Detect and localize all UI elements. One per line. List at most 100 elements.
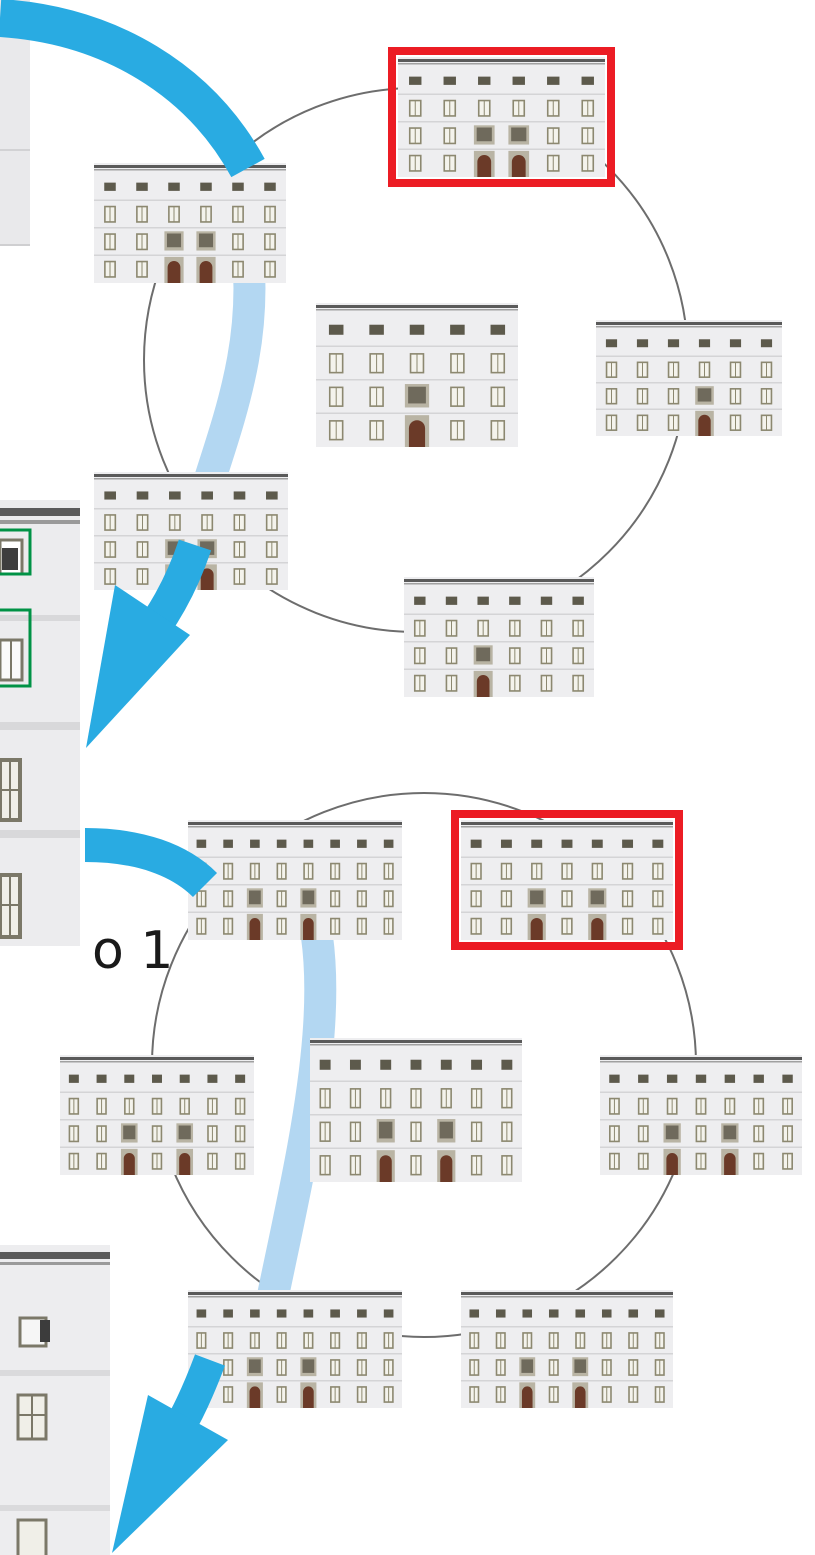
- facade-thumbnail-upper-cycle-center: [316, 303, 518, 447]
- door: [249, 1386, 261, 1408]
- facade-window: [319, 1059, 331, 1070]
- door: [530, 918, 543, 940]
- facade-thumbnail-lower-cycle-bottom-left: [188, 1290, 402, 1408]
- facade-thumbnail-lower-cycle-top-left: [188, 820, 402, 940]
- facade-window: [445, 596, 458, 605]
- facade-window: [601, 1309, 612, 1318]
- facade-thumbnail-upper-cycle-bottom: [404, 577, 594, 697]
- facade-window: [250, 839, 260, 848]
- facade-window: [383, 839, 394, 848]
- facade-window: [547, 76, 560, 85]
- facade-thumbnail-lower-cycle-left: [60, 1055, 254, 1175]
- facade-window: [753, 1074, 764, 1083]
- door: [179, 1153, 191, 1175]
- facade-window: [96, 1074, 107, 1083]
- facade-window: [469, 1309, 480, 1318]
- facade-window: [495, 1309, 506, 1318]
- selected-facade-frame: [388, 47, 615, 187]
- facade-window: [729, 339, 742, 348]
- detected-window-box: [0, 528, 32, 576]
- zoomed-facade-crop-top: [0, 0, 30, 246]
- facade-window: [250, 1309, 260, 1318]
- arrowhead-lower: [112, 1395, 228, 1553]
- zoom-window: [0, 538, 24, 576]
- facade-window: [330, 1309, 340, 1318]
- facade-window: [233, 491, 246, 500]
- facade-window: [575, 1309, 586, 1318]
- facade-window: [303, 1309, 314, 1318]
- facade-window: [724, 1074, 736, 1083]
- facade-window: [357, 839, 367, 848]
- facade-window: [409, 76, 422, 85]
- facade-window: [383, 1309, 394, 1318]
- door: [511, 154, 526, 177]
- zoomed-facade-crop-bottom: [0, 1245, 110, 1555]
- door: [521, 1386, 533, 1408]
- door: [408, 420, 426, 447]
- facade-window: [470, 839, 482, 848]
- door: [303, 918, 314, 940]
- facade-window: [760, 339, 773, 348]
- facade-thumbnail-lower-cycle-center: [310, 1038, 522, 1182]
- facade-window: [540, 596, 553, 605]
- door: [476, 675, 490, 697]
- facade-window: [609, 1074, 620, 1083]
- door: [249, 918, 261, 940]
- facade-window: [414, 596, 426, 605]
- zoom-window: [0, 758, 22, 822]
- door: [724, 1153, 736, 1175]
- facade-window: [357, 1309, 367, 1318]
- facade-window: [200, 182, 212, 191]
- zoom-window: [16, 1393, 48, 1441]
- facade-window: [509, 596, 521, 605]
- facade-window: [168, 182, 180, 191]
- facade-window: [638, 1074, 649, 1083]
- facade-window: [512, 76, 525, 85]
- facade-window: [440, 1059, 452, 1070]
- facade-window: [235, 1074, 246, 1083]
- facade-window: [68, 1074, 79, 1083]
- facade-window: [782, 1074, 793, 1083]
- facade-window: [652, 839, 664, 848]
- facade-window: [522, 1309, 533, 1318]
- facade-window: [232, 182, 244, 191]
- facade-thumbnail-lower-cycle-right: [600, 1055, 802, 1175]
- facade-window: [380, 1059, 392, 1070]
- facade-window: [605, 339, 618, 348]
- facade-window: [478, 76, 491, 85]
- facade-window: [328, 324, 344, 335]
- facade-window: [591, 839, 603, 848]
- dark-arrow-middle: [84, 828, 218, 898]
- facade-window: [369, 324, 384, 335]
- facade-window: [654, 1309, 665, 1318]
- facade-window: [443, 76, 456, 85]
- facade-window: [581, 76, 594, 85]
- facade-window: [410, 1059, 422, 1070]
- facade-window: [124, 1074, 135, 1083]
- zoom-window: [0, 873, 22, 939]
- facade-window: [152, 1074, 162, 1083]
- facade-window: [628, 1309, 639, 1318]
- detected-window-box: [0, 608, 32, 688]
- door: [167, 261, 181, 283]
- facade-window: [276, 1309, 287, 1318]
- facade-window: [450, 324, 465, 335]
- facade-window: [136, 182, 148, 191]
- facade-window: [500, 839, 512, 848]
- facade-window: [223, 839, 233, 848]
- facade-window: [266, 491, 278, 500]
- facade-window: [136, 491, 149, 500]
- door: [440, 1155, 453, 1182]
- door: [199, 261, 213, 283]
- door: [123, 1153, 135, 1175]
- door: [666, 1153, 678, 1175]
- zoom-window: [0, 638, 24, 682]
- zoomed-facade-crop-middle: [0, 500, 80, 946]
- facade-window: [169, 491, 181, 500]
- door: [698, 414, 711, 436]
- door: [200, 568, 214, 590]
- facade-thumbnail-lower-cycle-top-right: [451, 810, 683, 950]
- door: [379, 1155, 392, 1182]
- facade-window: [698, 339, 711, 348]
